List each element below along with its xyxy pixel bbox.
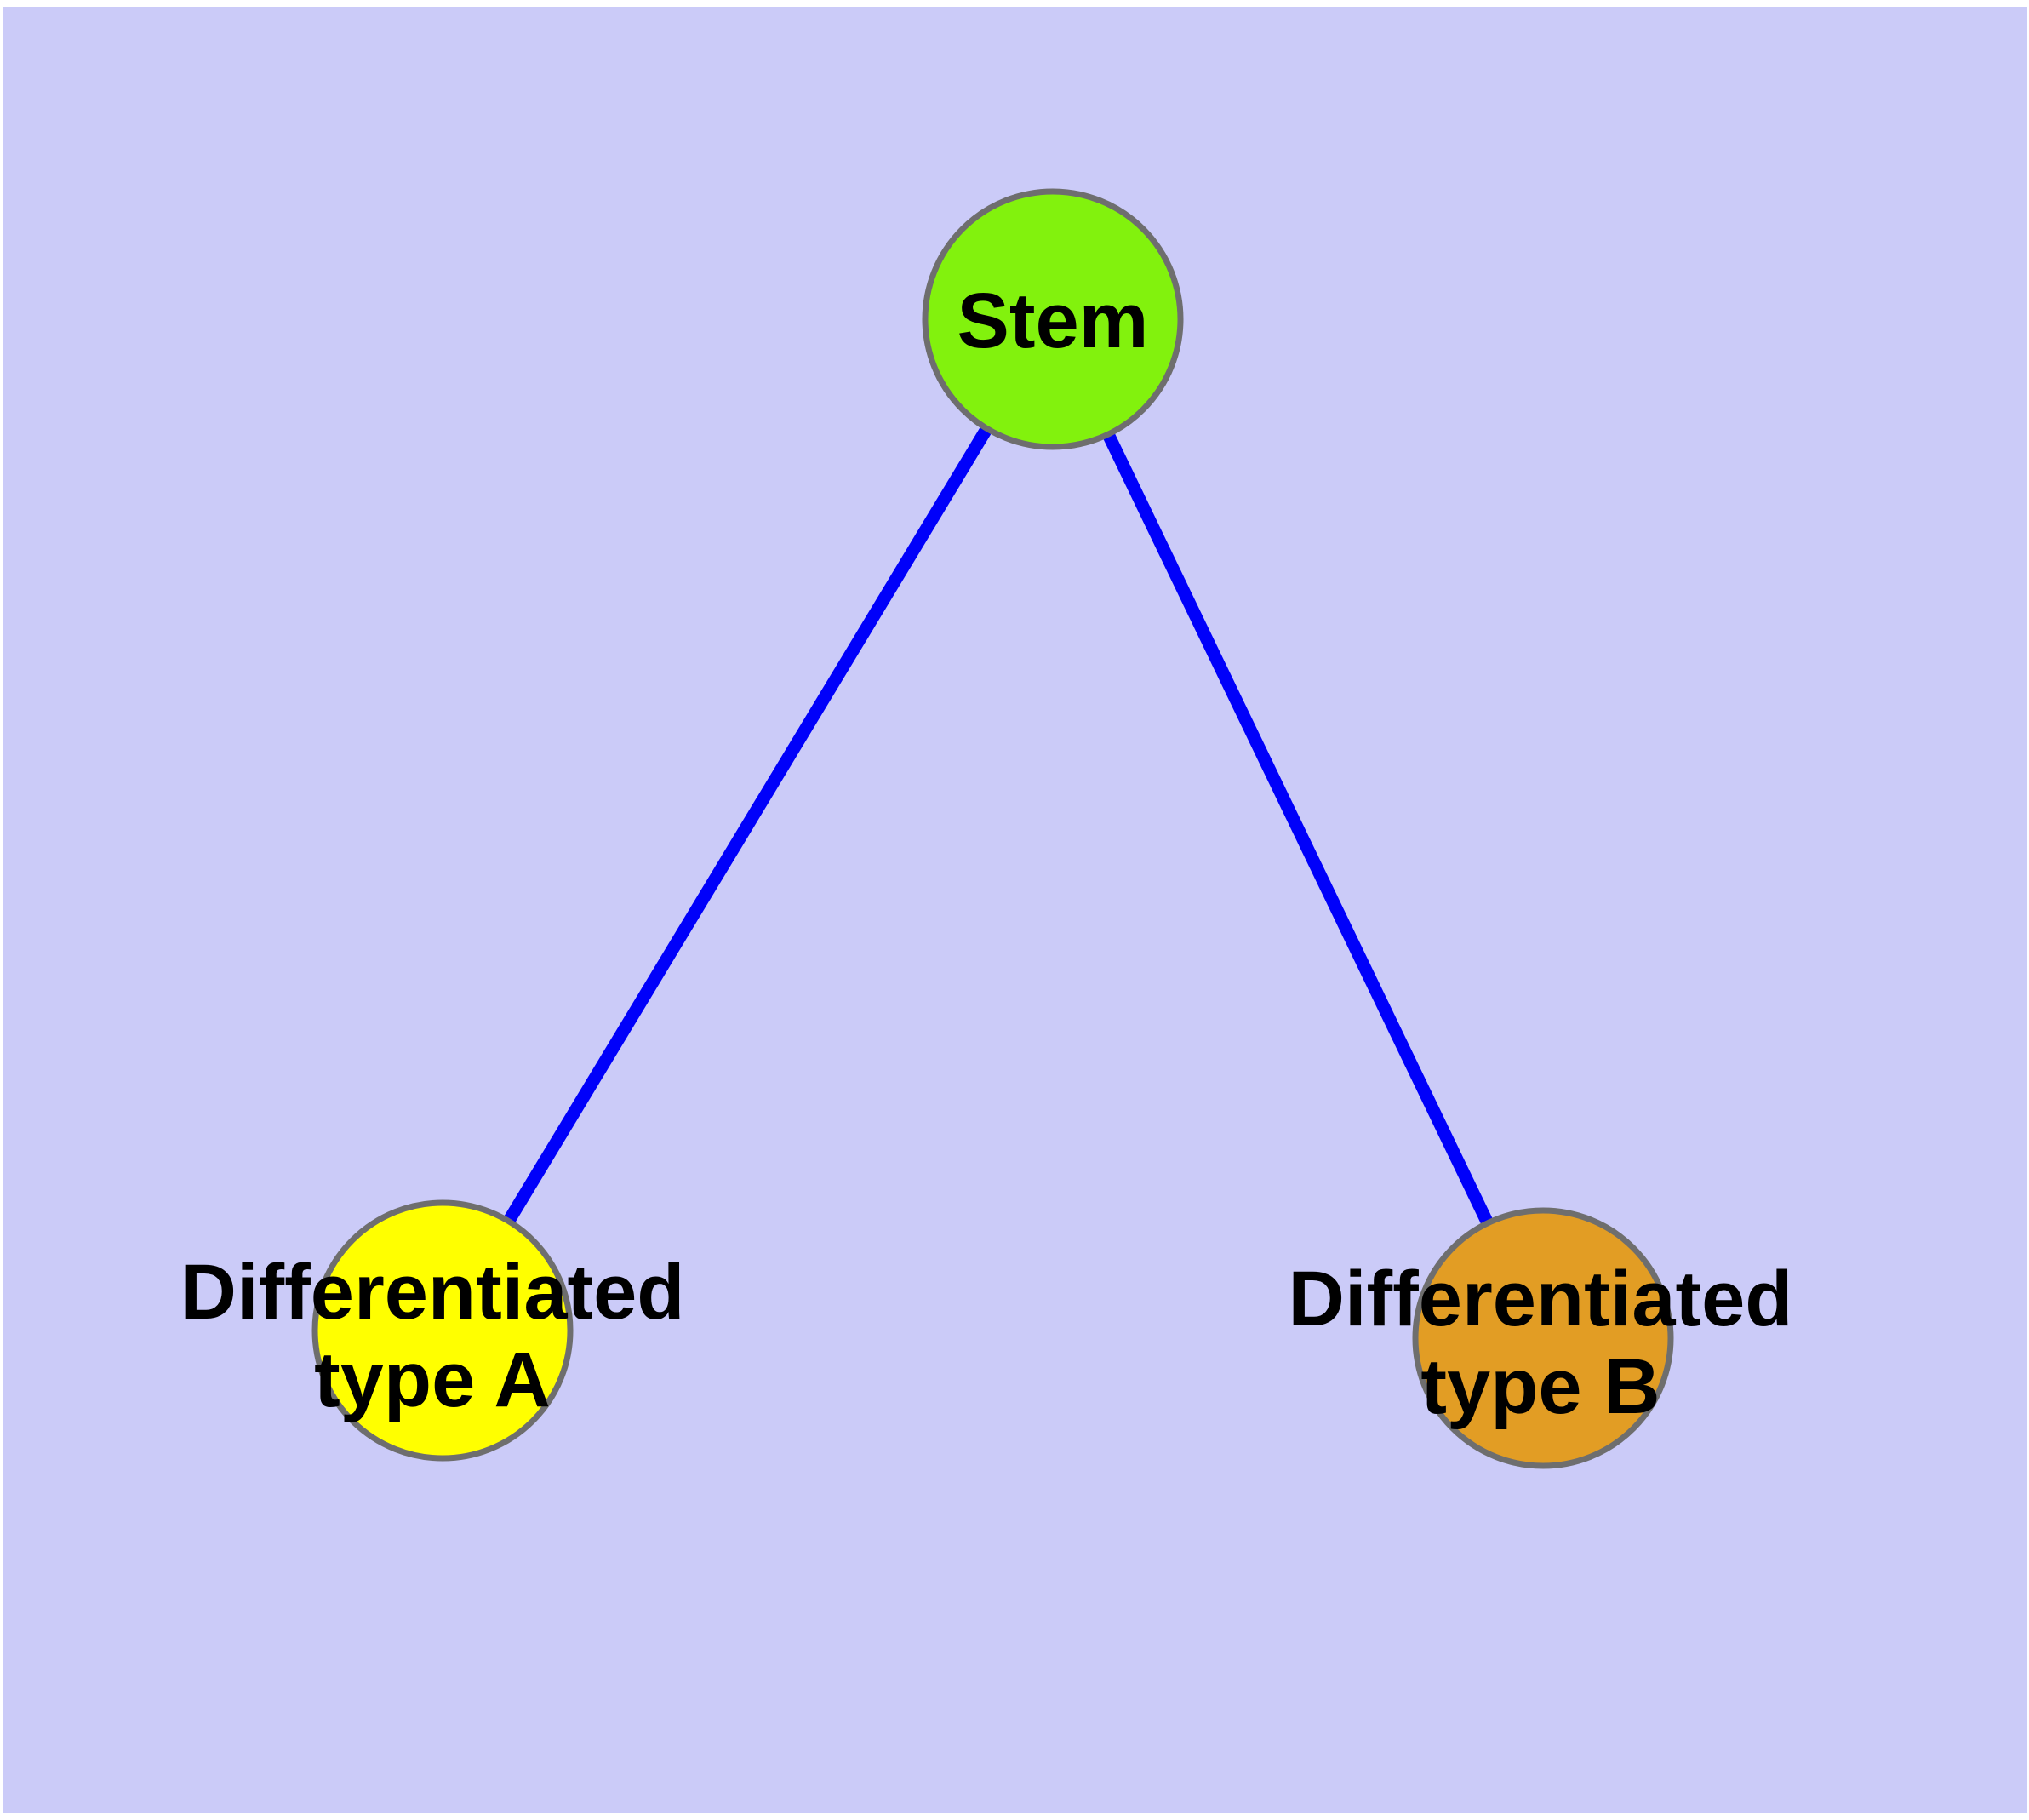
node-type-b [1412,1207,1674,1469]
node-type-a [311,1199,574,1462]
node-type-b-label-line1: Differentiated [1289,1256,1793,1342]
node-type-b-label-line2: type B [1420,1343,1660,1430]
edge-stem-to-type-b [1047,316,1549,1342]
node-stem [922,188,1184,450]
edge-stem-to-type-a [437,316,1059,1334]
node-type-a-label-line2: type A [314,1336,551,1423]
node-stem-label: Stem [957,278,1149,364]
node-type-a-label-line1: Differentiated [180,1249,685,1336]
